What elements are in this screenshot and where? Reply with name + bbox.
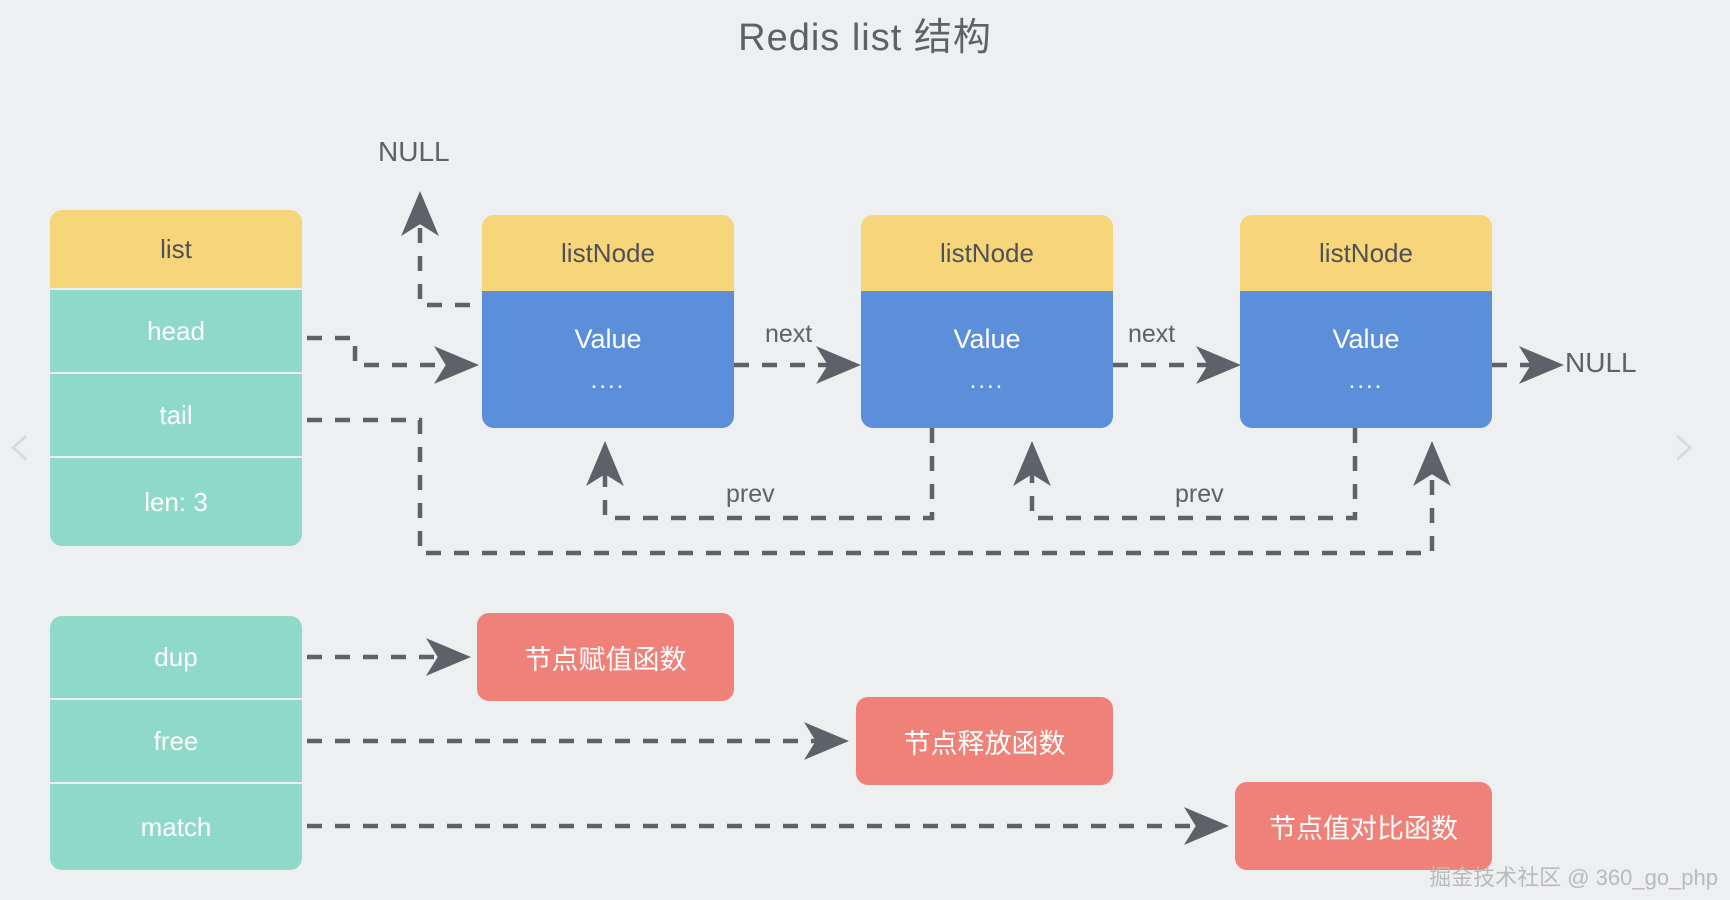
list-field-head: head	[50, 290, 302, 372]
listnode-1-value-label: Value	[574, 324, 642, 354]
edge-label-prev-1: prev	[726, 480, 775, 508]
page-title: Redis list 结构	[738, 17, 992, 59]
null-label-head-prev: NULL	[378, 136, 450, 167]
null-label-tail-next: NULL	[1565, 347, 1637, 378]
listnode-3-value-dots: ....	[1348, 367, 1384, 394]
callback-target-free: 节点释放函数	[856, 697, 1113, 785]
list-field-tail: tail	[50, 374, 302, 456]
listnode-2-value: Value ....	[861, 291, 1113, 428]
list-field-match: match	[50, 784, 302, 870]
listnode-2-header: listNode	[861, 215, 1113, 291]
listnode-3-value-label: Value	[1332, 324, 1400, 354]
callback-target-dup: 节点赋值函数	[477, 613, 734, 701]
listnode-1-header: listNode	[482, 215, 734, 291]
list-field-dup: dup	[50, 616, 302, 698]
listnode-1-value: Value ....	[482, 291, 734, 428]
carousel-next-chevron[interactable]: ›	[1672, 406, 1699, 483]
list-struct-header: list	[50, 210, 302, 288]
listnode-3-header: listNode	[1240, 215, 1492, 291]
edge-label-next-2: next	[1128, 320, 1176, 348]
listnode-3-value: Value ....	[1240, 291, 1492, 428]
edge-label-next-1: next	[765, 320, 813, 348]
listnode-2-value-dots: ....	[969, 367, 1005, 394]
listnode-2-value-label: Value	[953, 324, 1021, 354]
listnode-1-value-dots: ....	[590, 367, 626, 394]
list-field-free: free	[50, 700, 302, 782]
edge-label-prev-2: prev	[1175, 480, 1224, 508]
callback-target-match: 节点值对比函数	[1235, 782, 1492, 870]
carousel-prev-chevron[interactable]: ‹	[6, 406, 33, 483]
watermark: 掘金技术社区 @ 360_go_php	[1429, 865, 1718, 890]
list-field-len: len: 3	[50, 458, 302, 546]
